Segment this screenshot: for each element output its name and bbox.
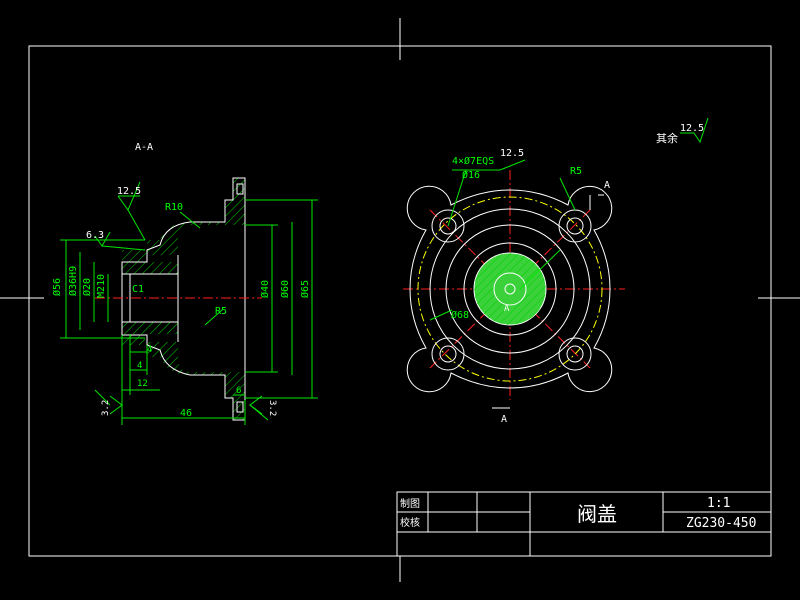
- section-mark-top: A: [604, 180, 610, 191]
- dim-d56: Ø56: [51, 278, 63, 296]
- dim-4b: 4: [137, 361, 142, 371]
- label-drawn-by: 制图: [400, 497, 420, 510]
- part-name: 阀盖: [577, 502, 617, 526]
- dim-6: 6: [236, 386, 241, 396]
- dim-12: 12: [137, 379, 148, 389]
- title-block: [396, 491, 772, 557]
- dim-d265: Ø65: [299, 280, 311, 298]
- section-mark-bottom: A: [501, 414, 507, 425]
- circle-outer: [429, 208, 591, 370]
- circle-inner: [463, 242, 557, 336]
- dim-chamfer: C1: [132, 284, 144, 295]
- pitch-circle: [417, 196, 603, 382]
- roughness-top-left: 12.5: [117, 186, 141, 197]
- general-roughness-prefix: 其余: [656, 131, 678, 145]
- front-leaders: [429, 159, 604, 409]
- sheet-border: [0, 18, 800, 582]
- scale-value: 1:1: [707, 496, 730, 511]
- roughness-symbols-section: [94, 181, 269, 421]
- dim-dh9: Ø36H9: [67, 266, 79, 296]
- dim-thread: M210: [96, 274, 107, 298]
- label-checked-by: 校核: [400, 516, 420, 529]
- dim-r10: R10: [165, 202, 183, 213]
- section-dim-lines: [60, 199, 318, 425]
- center-mark: A: [504, 304, 510, 314]
- section-outline: [121, 177, 246, 421]
- dim-46: 46: [180, 408, 192, 419]
- note-pcd: Ø68: [451, 309, 469, 321]
- section-view: A-A: [51, 142, 318, 425]
- dim-d260: Ø60: [279, 280, 291, 298]
- note-holes: 4×Ø7EQS: [452, 155, 494, 167]
- note-r5: R5: [570, 166, 582, 177]
- roughness-left-bottom: 3.2: [101, 400, 111, 416]
- circle-mid: [445, 224, 575, 354]
- dim-d240: Ø40: [259, 280, 271, 298]
- material-value: ZG230-450: [686, 516, 756, 531]
- roughness-front-bolt: 12.5: [500, 148, 524, 159]
- roughness-left-mid: 6.3: [86, 230, 104, 241]
- general-roughness-value: 12.5: [680, 123, 704, 134]
- section-label: A-A: [135, 142, 153, 153]
- bore: [493, 272, 527, 306]
- flange-outline: [406, 185, 613, 393]
- dim-4a: 4: [147, 345, 152, 355]
- section-hatch: [122, 178, 245, 420]
- roughness-right-bottom: 3.2: [267, 400, 277, 416]
- note-hole-depth: Ø16: [462, 169, 480, 181]
- dim-d20: Ø20: [81, 278, 93, 296]
- general-roughness-symbol: [680, 117, 709, 144]
- front-view: 4×Ø7EQS Ø16 12.5 R5 Ø68 A A A 其余 12.5: [403, 117, 709, 425]
- dim-r5: R5: [215, 306, 227, 317]
